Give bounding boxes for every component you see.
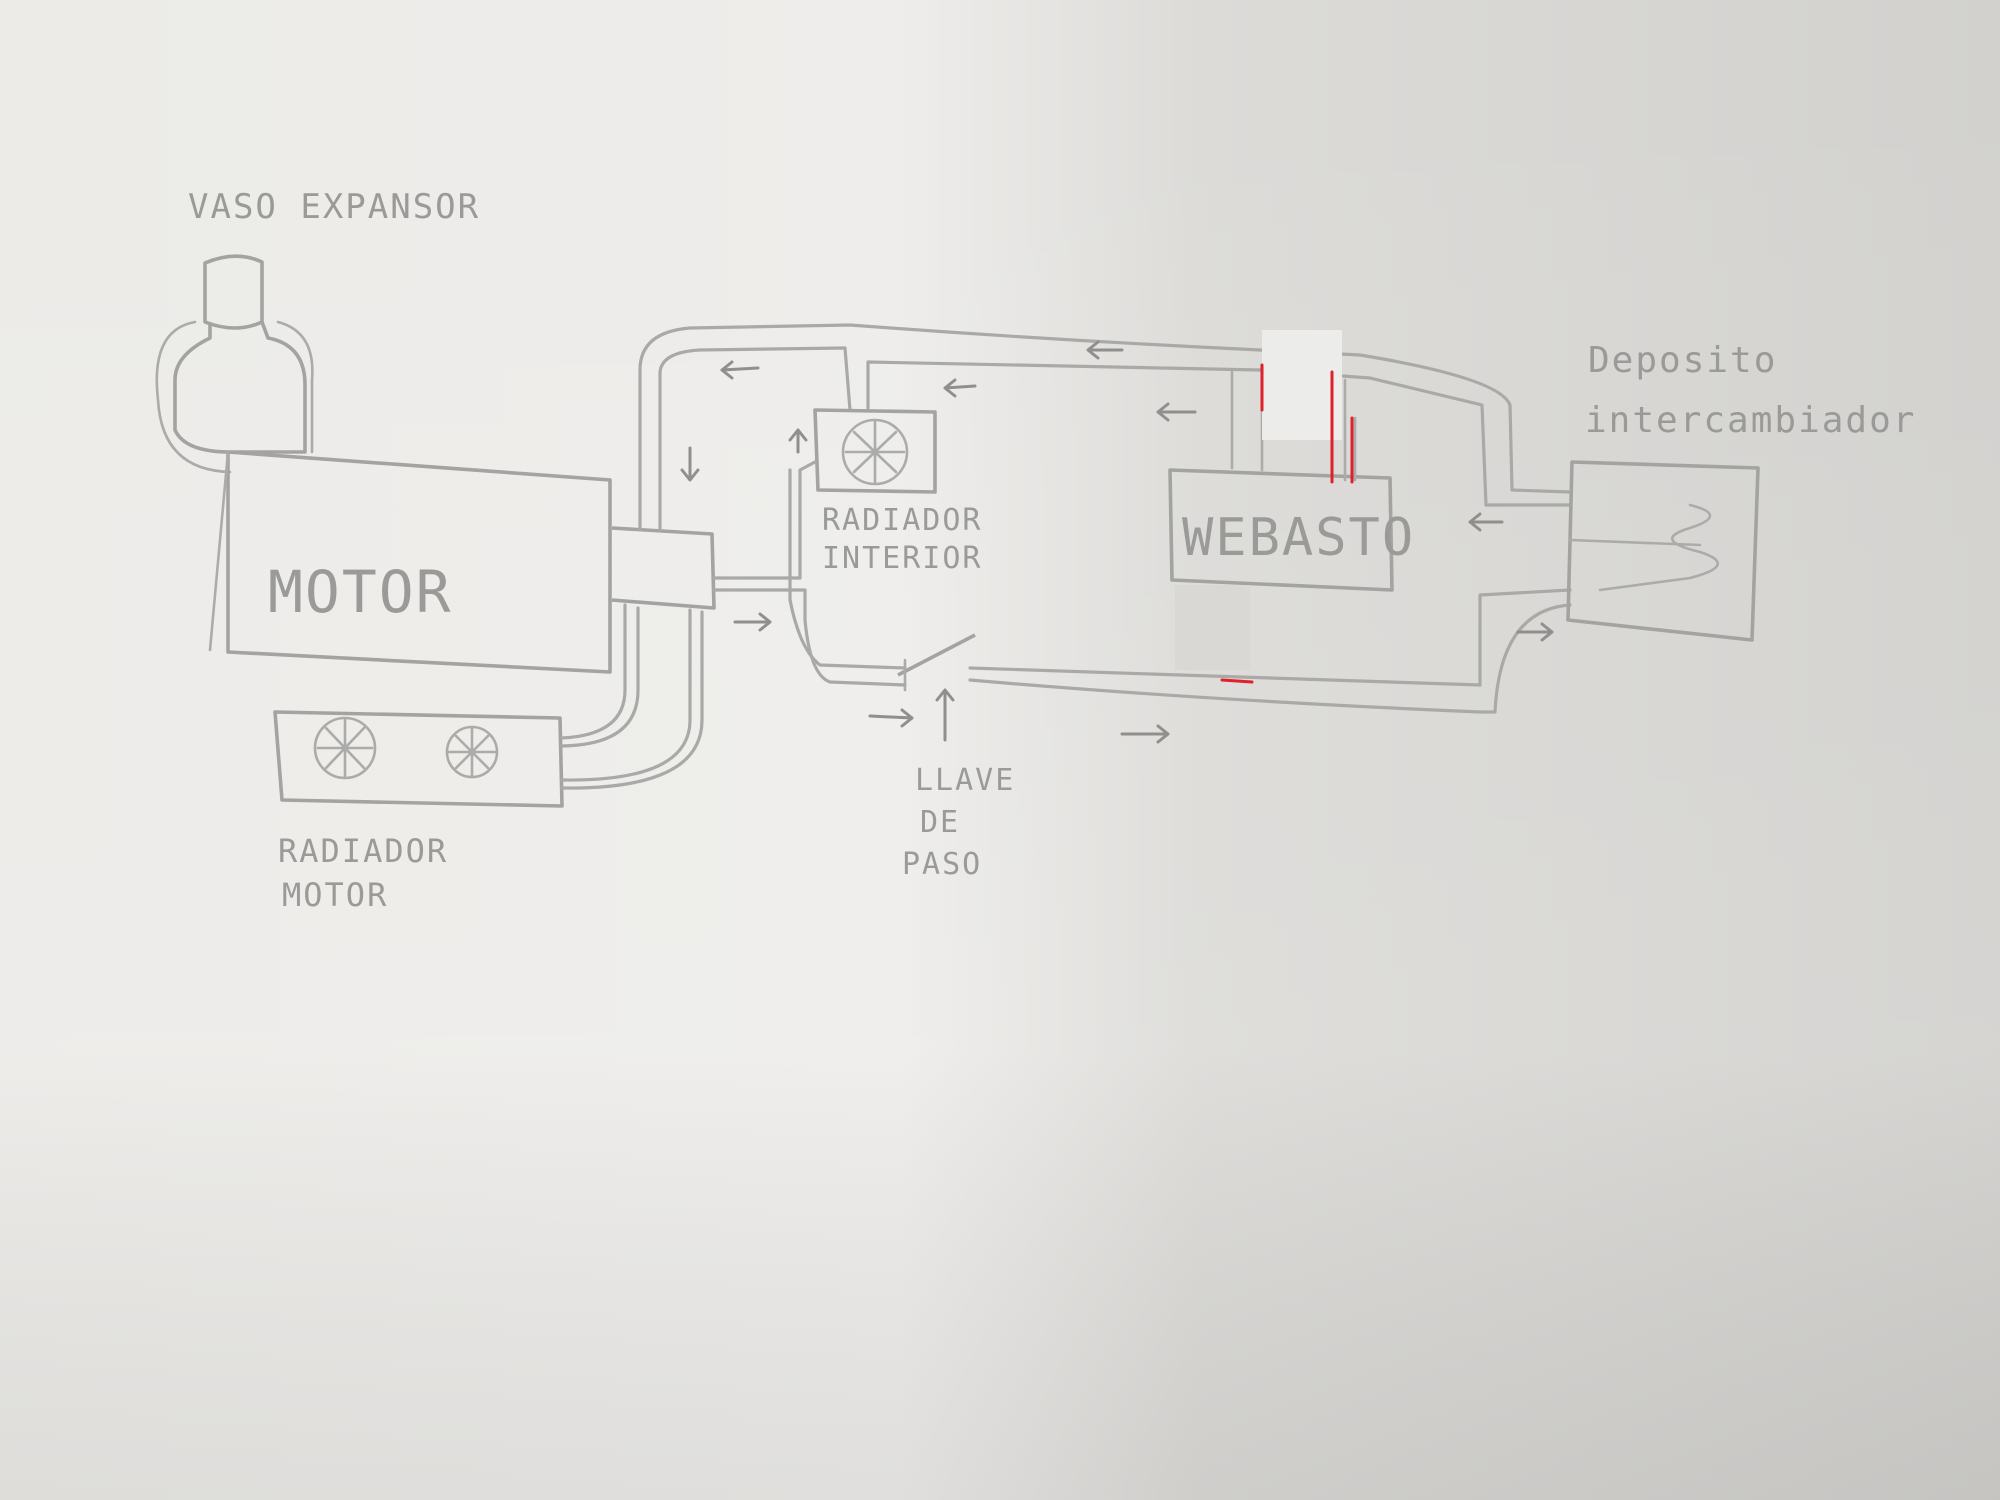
valve-label-1: LLAVE (915, 763, 1015, 798)
engine-radiator (273, 710, 564, 808)
supply-pipe (712, 460, 1572, 714)
flow-arrow-icon (868, 708, 914, 728)
shutoff-valve (897, 633, 976, 692)
engine-radiator-label-2: MOTOR (282, 876, 388, 914)
flow-arrow-icon (1120, 724, 1170, 744)
engine-radiator-hoses (560, 603, 704, 790)
redaction-patch (1262, 330, 1342, 440)
engine-radiator-label-1: RADIADOR (278, 832, 448, 870)
heat-exchanger-label-2: intercambiador (1585, 400, 1916, 441)
webasto-unit (1168, 330, 1394, 684)
valve-label-2: DE (920, 805, 960, 840)
valve-label-3: PASO (902, 847, 982, 882)
fan-icon (313, 716, 377, 780)
expansion-tank (155, 254, 314, 474)
flow-arrow-icon (1156, 402, 1197, 422)
heat-exchanger-label-1: Deposito (1588, 340, 1777, 381)
flow-arrow-icon (788, 428, 808, 454)
flow-arrow-icon (1516, 622, 1554, 642)
flow-arrow-icon (733, 612, 772, 632)
flow-arrow-icon (943, 378, 977, 398)
flow-arrow-icon (1468, 512, 1504, 532)
redaction-patch (1175, 585, 1250, 670)
flow-arrow-icon (720, 360, 760, 380)
interior-radiator (813, 408, 937, 494)
engine-label: MOTOR (268, 558, 453, 626)
engine-block (208, 450, 716, 674)
interior-radiator-label-2: INTERIOR (822, 541, 983, 576)
interior-radiator-label-1: RADIADOR (822, 503, 983, 538)
flow-arrow-icon (1086, 340, 1124, 360)
fan-icon (841, 418, 909, 486)
flow-arrow-icon (935, 688, 955, 742)
fan-icon (445, 725, 499, 779)
expansion-tank-label: VASO EXPANSOR (188, 187, 480, 227)
webasto-label: WEBASTO (1182, 508, 1415, 568)
flow-arrow-icon (680, 446, 700, 482)
heat-exchanger-tank (1566, 460, 1760, 642)
